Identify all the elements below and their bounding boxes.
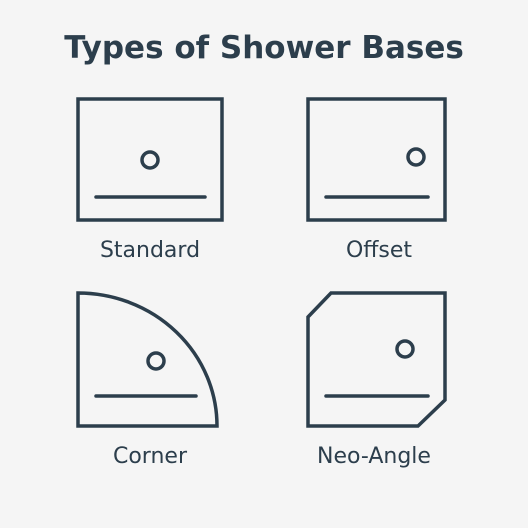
neo-angle-label: Neo-Angle [317, 444, 431, 469]
offset-label: Offset [345, 238, 413, 263]
standard-label: Standard [99, 238, 201, 263]
corner-label: Corner [112, 444, 187, 469]
page-title: Types of Shower Bases [64, 30, 464, 66]
standard-base-icon [76, 97, 224, 222]
offset-base-icon [306, 97, 447, 222]
corner-base-icon [76, 291, 219, 428]
neo-angle-base-icon [306, 291, 447, 428]
